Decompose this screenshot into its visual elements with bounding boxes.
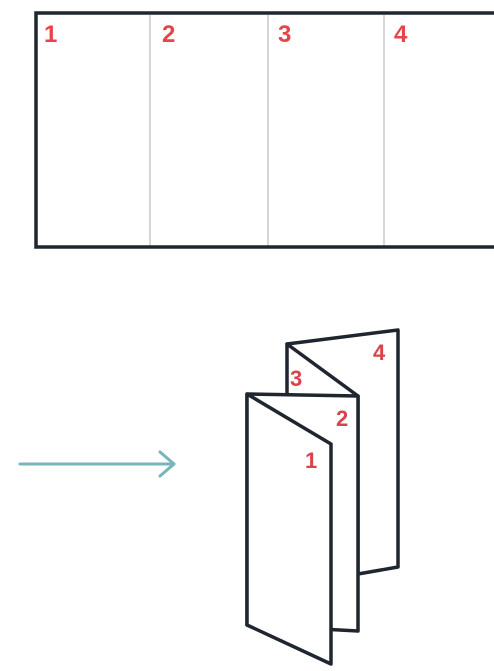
folded-panel-number-3: 3 — [290, 366, 302, 391]
folded-panel-number-2: 2 — [336, 406, 348, 431]
arrow-right-icon — [20, 452, 174, 476]
folded-panel-number-1: 1 — [305, 448, 317, 473]
flat-panel-number-3: 3 — [278, 21, 291, 48]
flat-sheet: 1 2 3 4 — [36, 13, 494, 247]
flat-panel-number-2: 2 — [162, 21, 175, 48]
flat-panel-number-4: 4 — [394, 21, 408, 48]
flat-panel-number-1: 1 — [44, 21, 57, 48]
folded-panel-1 — [247, 394, 331, 664]
folded-panel-number-4: 4 — [373, 340, 386, 365]
folded-sheet — [247, 330, 398, 664]
flat-sheet-outline — [36, 13, 494, 247]
